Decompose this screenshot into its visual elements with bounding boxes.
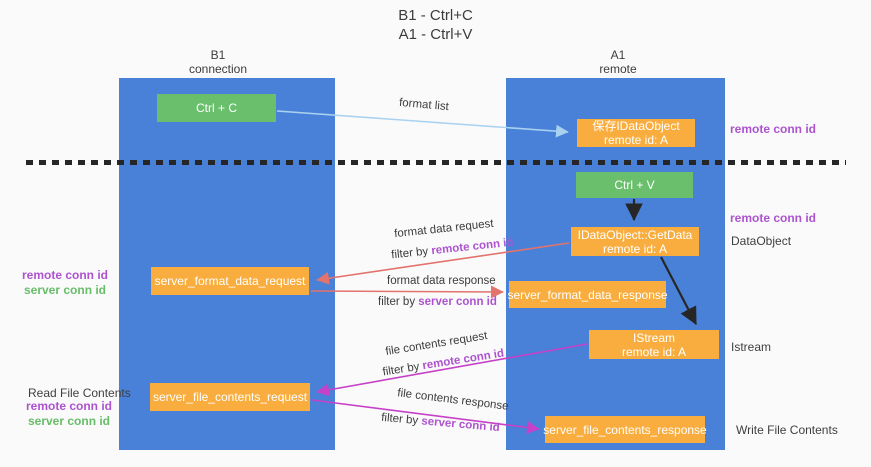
node-server-format-data-request-label: server_format_data_request [154, 274, 306, 288]
filter-key-remote-conn-id: remote conn id [430, 236, 514, 258]
node-ctrl-c: Ctrl + C [157, 94, 276, 122]
filter-by-prefix: filter by [390, 245, 433, 262]
label-remote-conn-id-left-2: remote conn id [25, 399, 112, 413]
label-format-data-request: format data request [393, 217, 495, 241]
label-dataobject: DataObject [731, 234, 792, 248]
diagram-title-line1: B1 - Ctrl+C [398, 7, 473, 24]
label-file-contents-response: file contents response [396, 387, 510, 413]
label-read-file-contents: Read File Contents [28, 386, 131, 400]
diagram-title: B1 - Ctrl+C A1 - Ctrl+V [0, 6, 871, 44]
node-istream-line1: IStream [632, 330, 675, 345]
node-idataobject-getdata-line1: IDataObject::GetData [577, 227, 693, 242]
filter-by-prefix: filter by [380, 411, 422, 428]
filter-key-server-conn-id: server conn id [420, 415, 501, 435]
arrow-format-data-response [310, 285, 504, 299]
label-remote-conn-id-top-right: remote conn id [730, 122, 817, 136]
node-istream: IStream remote id: A [589, 330, 719, 359]
label-group-conn-ids-1: remote conn id server conn id [20, 268, 110, 298]
label-group-conn-ids-2: remote conn id server conn id [24, 399, 114, 429]
node-server-file-contents-request-label: server_file_contents_request [152, 390, 308, 404]
node-server-format-data-response-label: server_format_data_response [507, 287, 668, 302]
filter-key-server-conn-id: server conn id [418, 296, 497, 308]
node-server-file-contents-response-label: server_file_contents_response [543, 422, 707, 437]
node-save-idataobject-line1: 保存IDataObject [592, 119, 680, 133]
node-istream-line2: remote id: A [621, 344, 687, 359]
label-format-data-request-filter: filter by remote conn id [391, 237, 514, 262]
filter-key-remote-conn-id: remote conn id [421, 347, 505, 373]
label-server-conn-id-left-1: server conn id [23, 283, 107, 297]
label-file-contents-response-filter: filter by server conn id [381, 412, 500, 434]
lifeline-a1-subtitle: remote [599, 62, 637, 76]
label-write-file-contents: Write File Contents [736, 423, 838, 437]
node-idataobject-getdata: IDataObject::GetData remote id: A [571, 227, 699, 256]
lifeline-header-b1: B1 connection [158, 48, 278, 76]
node-server-file-contents-request: server_file_contents_request [150, 383, 310, 411]
node-save-idataobject: 保存IDataObject remote id: A [577, 119, 695, 147]
label-format-list: format list [398, 96, 450, 114]
label-remote-conn-id-mid-right: remote conn id [730, 211, 817, 225]
label-format-data-response-filter: filter by server conn id [378, 296, 497, 308]
node-save-idataobject-line2: remote id: A [603, 133, 669, 147]
label-server-conn-id-left-2: server conn id [27, 414, 111, 428]
lifeline-a1-name: A1 [610, 48, 626, 62]
node-ctrl-c-label: Ctrl + C [195, 101, 237, 115]
label-istream: Istream [731, 340, 772, 354]
node-ctrl-v-label: Ctrl + V [614, 178, 655, 192]
filter-by-prefix: filter by [378, 296, 419, 308]
lifeline-header-a1: A1 remote [558, 48, 678, 76]
node-server-format-data-request: server_format_data_request [151, 267, 309, 295]
label-remote-conn-id-left-1: remote conn id [21, 268, 108, 282]
node-ctrl-v: Ctrl + V [576, 172, 693, 198]
filter-by-prefix: filter by [381, 360, 424, 379]
dashed-separator-line [26, 160, 846, 165]
diagram-title-line2: A1 - Ctrl+V [398, 26, 473, 43]
lifeline-b1-name: B1 [210, 48, 226, 62]
lifeline-b1-subtitle: connection [188, 62, 248, 76]
node-server-file-contents-response: server_file_contents_response [543, 416, 707, 443]
node-server-format-data-response: server_format_data_response [507, 281, 668, 308]
node-idataobject-getdata-line2: remote id: A [602, 241, 668, 256]
label-format-data-response: format data response [387, 275, 496, 287]
